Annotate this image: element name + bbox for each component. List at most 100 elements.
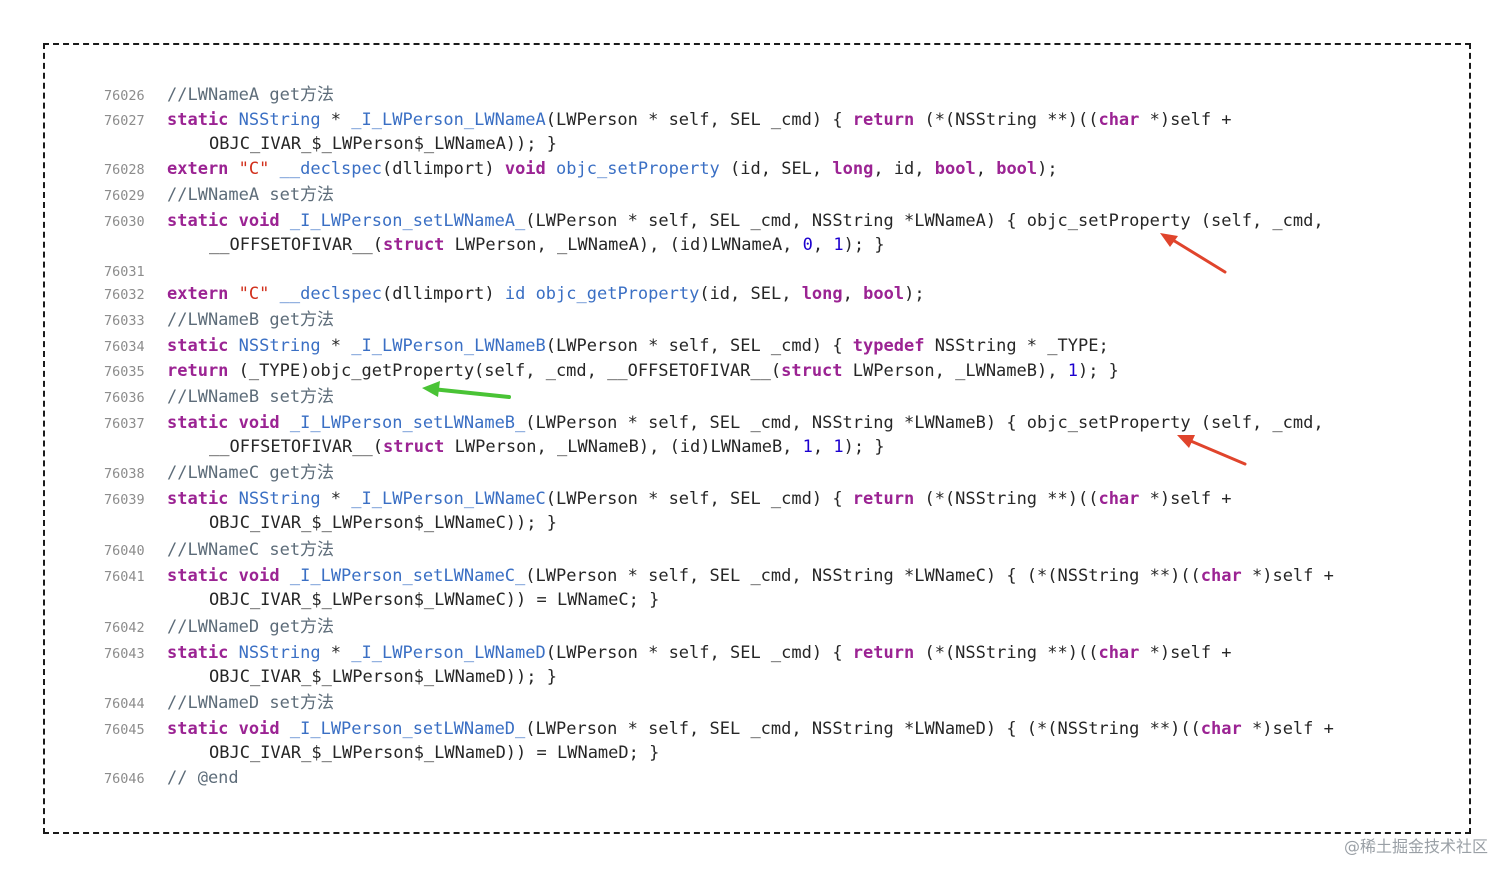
line-number: 76031 bbox=[104, 264, 145, 280]
line-number: 76026 bbox=[104, 88, 145, 104]
identifier-token: _I_LWPerson_LWNameB bbox=[351, 336, 546, 356]
code-token: (id, SEL, bbox=[719, 159, 833, 179]
code-token: , bbox=[975, 159, 997, 179]
line-number: 76027 bbox=[104, 113, 145, 129]
comment-token: //LWNameC set方法 bbox=[167, 540, 335, 560]
code-token: (dllimport) bbox=[382, 159, 505, 179]
code-token: (dllimport) bbox=[382, 284, 505, 304]
code-token: (LWPerson * self, SEL _cmd) { bbox=[545, 643, 853, 663]
identifier-token: _I_LWPerson_LWNameD bbox=[351, 643, 546, 663]
identifier-token: _I_LWPerson_setLWNameD_ bbox=[289, 719, 526, 739]
code-line: static NSString * _I_LWPerson_LWNameC(LW… bbox=[167, 488, 1232, 510]
keyword-token: static bbox=[167, 110, 229, 130]
line-number: 76029 bbox=[104, 188, 145, 204]
comment-token: //LWNameC get方法 bbox=[167, 463, 335, 483]
code-line-continuation: OBJC_IVAR_$_LWPerson$_LWNameD)); } bbox=[209, 666, 557, 688]
code-token: * bbox=[320, 110, 352, 130]
code-line-continuation: OBJC_IVAR_$_LWPerson$_LWNameC)) = LWName… bbox=[209, 589, 659, 611]
identifier-token: _I_LWPerson_LWNameC bbox=[351, 489, 546, 509]
code-token: ); } bbox=[843, 437, 885, 457]
identifier-token: _I_LWPerson_setLWNameB_ bbox=[289, 413, 526, 433]
keyword-token: return bbox=[852, 643, 915, 663]
comment-token: //LWNameA set方法 bbox=[167, 185, 335, 205]
code-token bbox=[228, 719, 238, 739]
code-token bbox=[546, 159, 556, 179]
code-line: //LWNameC set方法 bbox=[167, 539, 334, 561]
code-token: , bbox=[842, 284, 864, 304]
identifier-token: objc_getProperty bbox=[535, 284, 700, 304]
line-number: 76041 bbox=[104, 569, 145, 585]
code-token: *)self + bbox=[1139, 110, 1232, 130]
code-line: //LWNameA set方法 bbox=[167, 184, 334, 206]
keyword-token: static bbox=[167, 413, 229, 433]
code-line: static void _I_LWPerson_setLWNameC_(LWPe… bbox=[167, 565, 1334, 587]
keyword-token: void bbox=[238, 413, 280, 433]
code-token bbox=[280, 566, 290, 586]
keyword-token: return bbox=[852, 110, 915, 130]
identifier-token: _I_LWPerson_LWNameA bbox=[351, 110, 546, 130]
code-line-continuation: OBJC_IVAR_$_LWPerson$_LWNameC)); } bbox=[209, 512, 557, 534]
code-token: ); } bbox=[1077, 361, 1119, 381]
line-number: 76039 bbox=[104, 492, 145, 508]
code-token: (LWPerson * self, SEL _cmd, NSString *LW… bbox=[525, 211, 1324, 231]
code-token: *)self + bbox=[1241, 719, 1334, 739]
code-token: OBJC_IVAR_$_LWPerson$_LWNameD)); } bbox=[209, 667, 557, 687]
string-token: "C" bbox=[238, 284, 270, 304]
line-number: 76040 bbox=[104, 543, 145, 559]
code-token: OBJC_IVAR_$_LWPerson$_LWNameC)) = LWName… bbox=[209, 590, 660, 610]
code-line-continuation: OBJC_IVAR_$_LWPerson$_LWNameA)); } bbox=[209, 133, 557, 155]
keyword-token: char bbox=[1098, 489, 1140, 509]
code-line: static void _I_LWPerson_setLWNameD_(LWPe… bbox=[167, 718, 1334, 740]
identifier-token: id bbox=[504, 284, 526, 304]
code-token bbox=[228, 643, 238, 663]
code-line: static void _I_LWPerson_setLWNameA_(LWPe… bbox=[167, 210, 1324, 232]
code-token bbox=[525, 284, 535, 304]
code-token: *)self + bbox=[1139, 489, 1232, 509]
code-line-continuation: __OFFSETOFIVAR__(struct LWPerson, _LWNam… bbox=[209, 436, 885, 458]
code-token: (LWPerson * self, SEL _cmd) { bbox=[545, 489, 853, 509]
keyword-token: long bbox=[801, 284, 843, 304]
code-token bbox=[280, 413, 290, 433]
keyword-token: struct bbox=[383, 437, 445, 457]
code-token bbox=[228, 566, 238, 586]
code-token: *)self + bbox=[1139, 643, 1232, 663]
code-line: // @end bbox=[167, 767, 239, 789]
code-line: extern "C" __declspec(dllimport) id objc… bbox=[167, 283, 925, 305]
identifier-token: NSString bbox=[238, 489, 321, 509]
code-token: LWPerson, _LWNameB), (id)LWNameB, bbox=[444, 437, 803, 457]
comment-token: //LWNameB get方法 bbox=[167, 310, 335, 330]
code-token: (id, SEL, bbox=[699, 284, 802, 304]
code-token bbox=[228, 413, 238, 433]
code-token: * bbox=[320, 643, 352, 663]
keyword-token: bool bbox=[934, 159, 976, 179]
keyword-token: struct bbox=[781, 361, 843, 381]
code-token: , id, bbox=[873, 159, 935, 179]
keyword-token: char bbox=[1200, 566, 1242, 586]
line-number: 76036 bbox=[104, 390, 145, 406]
code-token: OBJC_IVAR_$_LWPerson$_LWNameD)) = LWName… bbox=[209, 743, 660, 763]
number-token: 1 bbox=[833, 437, 844, 457]
code-token: ); bbox=[1037, 159, 1058, 179]
keyword-token: void bbox=[238, 566, 280, 586]
keyword-token: long bbox=[832, 159, 874, 179]
comment-token: //LWNameD set方法 bbox=[167, 693, 335, 713]
keyword-token: static bbox=[167, 566, 229, 586]
code-token: NSString * _TYPE; bbox=[924, 336, 1109, 356]
keyword-token: void bbox=[504, 159, 546, 179]
identifier-token: _I_LWPerson_setLWNameA_ bbox=[289, 211, 526, 231]
line-number: 76045 bbox=[104, 722, 145, 738]
number-token: 1 bbox=[833, 235, 844, 255]
code-token bbox=[228, 489, 238, 509]
code-token: (LWPerson * self, SEL _cmd, NSString *LW… bbox=[525, 413, 1324, 433]
keyword-token: typedef bbox=[852, 336, 925, 356]
code-token: LWPerson, _LWNameA), (id)LWNameA, bbox=[444, 235, 803, 255]
watermark: @稀土掘金技术社区 bbox=[1343, 837, 1488, 856]
code-token: , bbox=[812, 235, 834, 255]
code-line: //LWNameC get方法 bbox=[167, 462, 334, 484]
keyword-token: bool bbox=[996, 159, 1038, 179]
code-token bbox=[269, 284, 279, 304]
line-number: 76028 bbox=[104, 162, 145, 178]
keyword-token: char bbox=[1098, 110, 1140, 130]
string-token: "C" bbox=[238, 159, 270, 179]
